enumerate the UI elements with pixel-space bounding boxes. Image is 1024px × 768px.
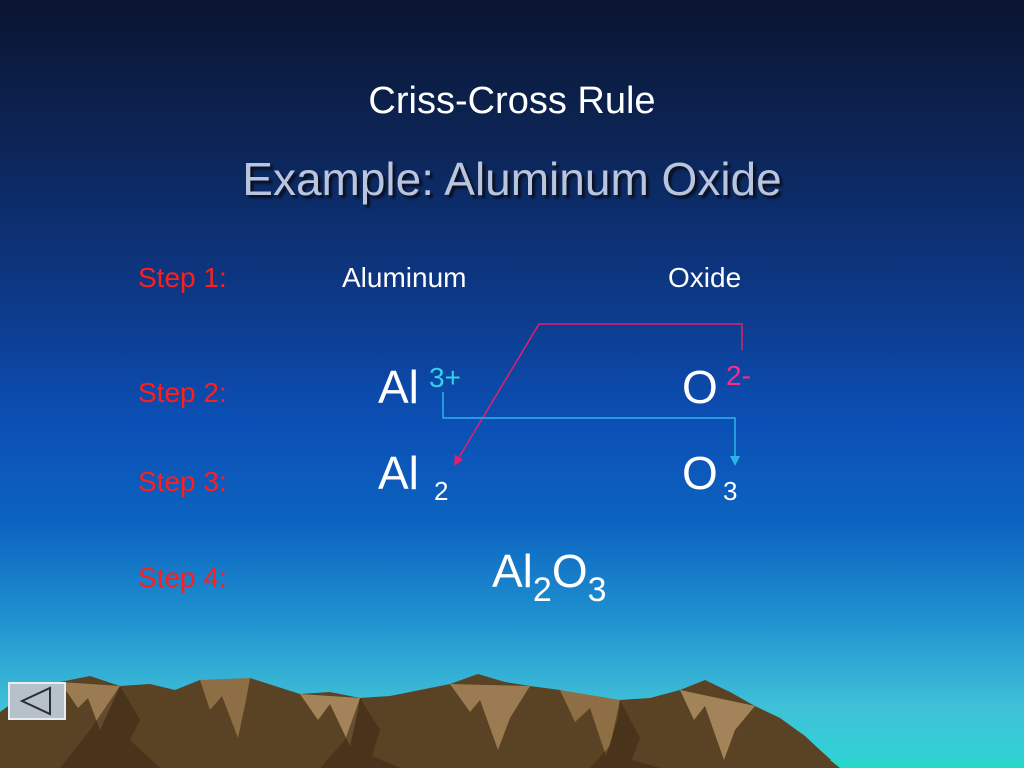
step3-cation-subscript: 2 [434,476,449,506]
step2-anion-symbol: O [682,361,718,413]
formula-subscript-2: 3 [587,571,607,609]
step3-anion-symbol: O [682,447,718,499]
formula-element-2: O [551,545,588,597]
cation-name: Aluminum [342,262,467,293]
step-3-label: Step 3: [138,466,227,497]
back-button[interactable] [8,682,66,720]
anion-name: Oxide [668,262,742,293]
mountain-landscape [0,674,1024,768]
step2-cation-charge: 3+ [429,362,461,393]
cation-charge-arrow [442,392,740,466]
back-arrow-icon [19,686,51,716]
step-2-label: Step 2: [138,377,227,408]
final-formula: Al2O3 [492,545,607,607]
formula-subscript-1: 2 [532,571,552,609]
formula-element-1: Al [492,545,533,597]
anion-charge-arrow [453,323,743,466]
step-1-label: Step 1: [138,262,227,293]
slide-title: Criss-Cross Rule [368,80,656,122]
step3-cation-symbol: Al [378,447,419,499]
slide-subtitle: Example: Aluminum Oxide [242,153,782,205]
step2-anion-charge: 2- [726,360,751,391]
step3-anion-subscript: 3 [723,476,738,506]
step-4-label: Step 4: [138,562,227,593]
step2-cation-symbol: Al [378,361,419,413]
